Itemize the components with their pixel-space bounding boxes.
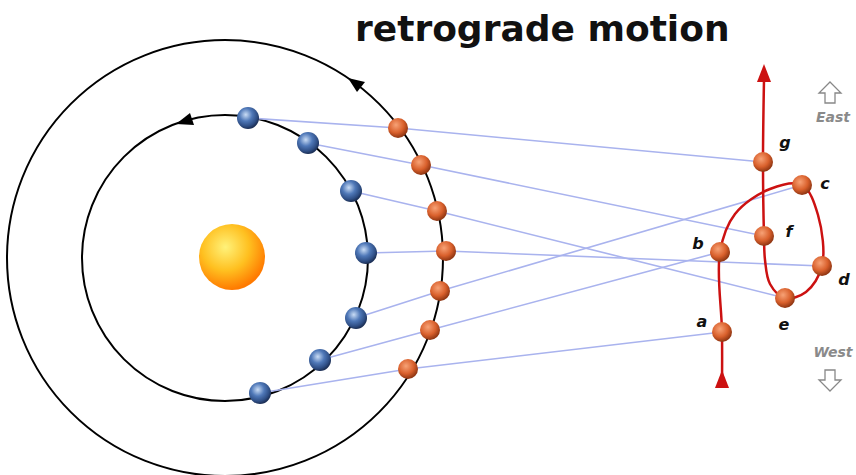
earth-planet [249, 382, 271, 404]
apparent-path [719, 80, 824, 388]
mars-planet [753, 152, 773, 172]
mars-planet [430, 281, 450, 301]
earth-planet [237, 107, 259, 129]
path-arrow [757, 64, 771, 82]
sight-line [366, 251, 822, 266]
mars-planet [710, 242, 730, 262]
position-letter: d [836, 272, 851, 288]
earth-planet [355, 242, 377, 264]
direction-label: East [815, 110, 851, 124]
earth-orbit [82, 115, 368, 401]
sight-line [260, 332, 722, 393]
earth-planet [340, 180, 362, 202]
position-letter: e [777, 317, 792, 333]
mars-planet [420, 320, 440, 340]
sight-line [248, 118, 763, 162]
mars-planet [411, 155, 431, 175]
sight-line [308, 143, 764, 236]
earth-planet [297, 132, 319, 154]
mars-planet [712, 322, 732, 342]
direction-label: West [812, 345, 853, 359]
position-letter: g [777, 135, 792, 151]
mars-planet [436, 241, 456, 261]
sun [199, 224, 265, 290]
position-letter: c [818, 176, 831, 192]
position-letter: a [695, 314, 710, 330]
mars-planet [754, 226, 774, 246]
mars-planet [398, 359, 418, 379]
mars-planet [388, 118, 408, 138]
east-arrow [819, 82, 841, 103]
mars-orbit [7, 40, 443, 475]
orbit-arrow [176, 113, 194, 125]
earth-planet [309, 349, 331, 371]
earth-planet [345, 307, 367, 329]
orbit-arrow [348, 78, 365, 92]
west-arrow [819, 370, 841, 391]
title: retrograde motion [355, 8, 730, 49]
position-letter: b [690, 236, 705, 252]
mars-planet [427, 201, 447, 221]
mars-planet [792, 175, 812, 195]
position-letter: f [784, 224, 795, 240]
path-arrow [715, 370, 729, 388]
mars-planet [812, 256, 832, 276]
mars-planet [775, 288, 795, 308]
